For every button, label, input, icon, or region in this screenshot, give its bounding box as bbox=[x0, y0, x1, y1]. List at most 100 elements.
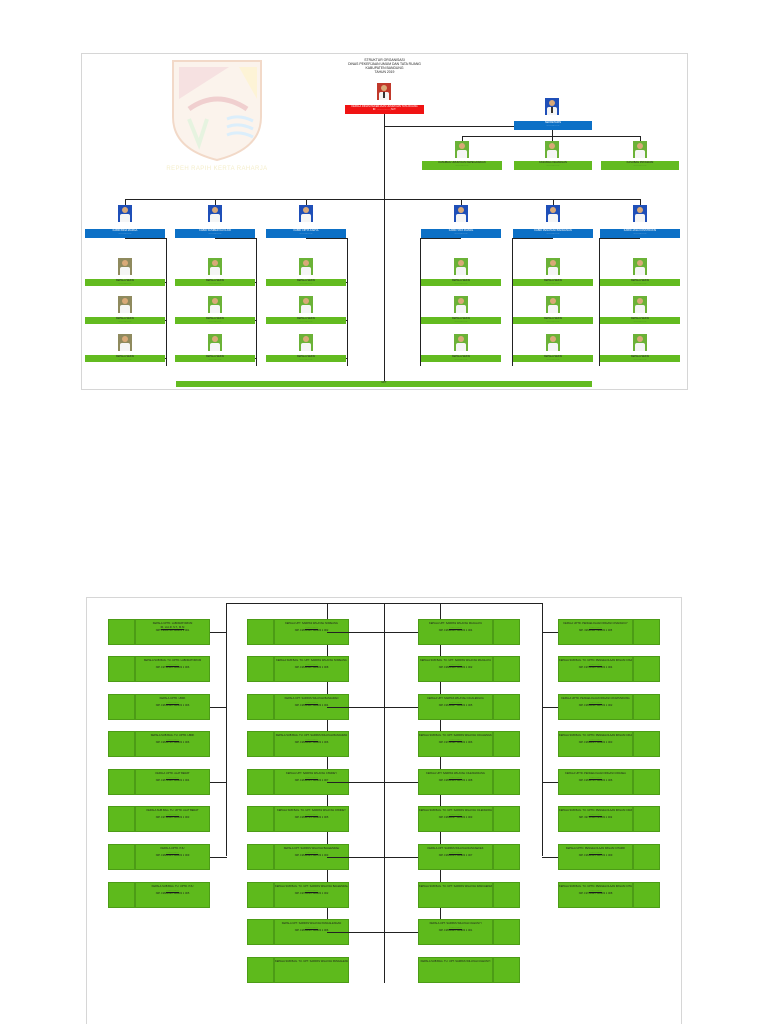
photo-placeholder bbox=[633, 731, 660, 757]
unit-nip: NIP. 19710118 199403 1 002 bbox=[559, 816, 632, 820]
upt-bottom-bar: UPT bbox=[176, 381, 592, 387]
seksi-tick bbox=[599, 282, 600, 283]
unit-nip: NIP. 19680308 199003 1 002 bbox=[419, 666, 492, 670]
unit-nip: NIP. 19681020 199003 1 005 bbox=[136, 892, 209, 896]
seksi-name: …………… bbox=[600, 320, 680, 323]
col3-box: KEPALA UPT. SARPAS WILAYAH CICALENGKA………… bbox=[418, 694, 493, 720]
emblem-motto-watermark: REPEH RAPIH KERTA RAHARJA bbox=[142, 166, 292, 172]
seksi-photo bbox=[633, 334, 647, 351]
unit-nip: NIP. 19700925 199303 1 008 bbox=[559, 892, 632, 896]
col1-connector bbox=[226, 603, 227, 856]
photo-head bbox=[637, 298, 643, 304]
bidang-name: …………… bbox=[175, 232, 255, 235]
org-chart-page-1: STRUKTUR ORGANISASI DINAS PEKERJAAN UMUM… bbox=[81, 53, 688, 390]
seksi-name: …………… bbox=[600, 282, 680, 285]
seksi-connector bbox=[125, 238, 166, 239]
col1-box: KEPALA UPTD. LBDK……………NIP. 19610120 1983… bbox=[135, 694, 210, 720]
photo-body bbox=[548, 305, 558, 313]
col4-box: KEPALA SUB BAG. TU. UPTD. PENGELOLAAN IR… bbox=[558, 656, 633, 682]
photo-head bbox=[303, 207, 309, 213]
col1-box: KEPALA SUB BAG. TU. UPTD. LABORATORIUM……… bbox=[135, 656, 210, 682]
seksi-connector bbox=[166, 238, 167, 366]
center-spine bbox=[384, 603, 385, 983]
seksi-box: KEPALA SEKSI…………… bbox=[513, 355, 593, 362]
photo-body bbox=[548, 214, 558, 222]
seksi-tick bbox=[420, 282, 421, 283]
photo-head bbox=[122, 207, 128, 213]
seksi-photo bbox=[299, 258, 313, 275]
bidang-photo bbox=[118, 205, 132, 222]
seksi-box: KEPALA SEKSI…………… bbox=[266, 355, 346, 362]
seksi-name: …………… bbox=[421, 320, 501, 323]
branch-line bbox=[327, 782, 384, 783]
bidang-name: …………… bbox=[85, 232, 165, 235]
seksi-box: KEPALA SEKSI…………… bbox=[600, 355, 680, 362]
col4-connector bbox=[542, 603, 543, 856]
photo-placeholder bbox=[247, 769, 274, 795]
seksi-photo bbox=[208, 334, 222, 351]
bidang-name: …………… bbox=[421, 232, 501, 235]
photo-placeholder bbox=[633, 656, 660, 682]
photo-body bbox=[456, 214, 466, 222]
subbag-box-2: KASUBAG KEUANGAN …………… bbox=[514, 161, 592, 170]
photo-placeholder bbox=[493, 731, 520, 757]
sekretaris-photo bbox=[545, 98, 559, 115]
photo-head bbox=[550, 336, 556, 342]
upt-bar-label: UPT bbox=[176, 381, 592, 385]
photo-placeholder bbox=[247, 619, 274, 645]
unit-nip: NIP. 19640311 198603 1 005 bbox=[559, 629, 632, 633]
seksi-tick bbox=[255, 358, 256, 359]
unit-nip: NIP. 19680505 199003 1 009 bbox=[136, 854, 209, 858]
seksi-name: …………… bbox=[85, 282, 165, 285]
photo-placeholder bbox=[247, 656, 274, 682]
seksi-tick bbox=[512, 320, 513, 321]
seksi-name: …………… bbox=[600, 358, 680, 361]
unit-nip: NIP. 19650212 198703 1 002 bbox=[559, 704, 632, 708]
photo-placeholder bbox=[108, 806, 135, 832]
unit-title: KEPALA SUB BAG. TU. UPT. SARPAS WILAYAH … bbox=[419, 885, 492, 889]
branch-line bbox=[542, 632, 558, 633]
subbag-box-1: KASUBAG UMUM DAN KEPEGAWAIAN …………… bbox=[422, 161, 502, 170]
col1-box: KEPALA SUB BAG. TU. UPTD. ALAT BERAT…………… bbox=[135, 806, 210, 832]
seksi-connector bbox=[306, 238, 347, 239]
seksi-tick bbox=[599, 358, 600, 359]
photo-body bbox=[301, 343, 311, 351]
seksi-photo bbox=[454, 334, 468, 351]
photo-head bbox=[122, 336, 128, 342]
photo-placeholder bbox=[633, 619, 660, 645]
photo-body bbox=[301, 214, 311, 222]
col2-box: KEPALA SUB BAG. TU. UPT. SARPAS WILAYAH … bbox=[274, 882, 349, 908]
seksi-name: …………… bbox=[175, 358, 255, 361]
seksi-photo bbox=[118, 334, 132, 351]
seksi-name: …………… bbox=[266, 282, 346, 285]
seksi-box: KEPALA SEKSI…………… bbox=[85, 355, 165, 362]
col2-box: KEPALA SUB BAG. TU. UPT. SARPAS WILAYAH … bbox=[274, 656, 349, 682]
bidang-name: …………… bbox=[266, 232, 346, 235]
unit-title: KEPALA SUB BAG. TU. UPT. SARPAS WILAYAH … bbox=[275, 960, 348, 964]
bidang-horizontal-connector bbox=[125, 199, 641, 200]
seksi-box: KEPALA SEKSI…………… bbox=[85, 317, 165, 324]
photo-head bbox=[212, 336, 218, 342]
photo-body bbox=[210, 343, 220, 351]
photo-placeholder bbox=[633, 882, 660, 908]
unit-nip: NIP. 19660812 199003 1 006 bbox=[275, 741, 348, 745]
col4-box: KEPALA UPTD. PENGELOLAAN IRIGASI CISANGK… bbox=[558, 619, 633, 645]
seksi-box: KEPALA SEKSI…………… bbox=[175, 355, 255, 362]
seksi-photo bbox=[454, 258, 468, 275]
bidang-name: …………… bbox=[600, 232, 680, 235]
seksi-name: …………… bbox=[421, 358, 501, 361]
photo-placeholder bbox=[493, 769, 520, 795]
col3-box: KEPALA UPT. SARPAS WILAYAH MAJALAYA……………… bbox=[418, 619, 493, 645]
photo-body bbox=[120, 305, 130, 313]
seksi-connector bbox=[512, 238, 513, 366]
subbag-horizontal-connector bbox=[462, 136, 640, 137]
col4-box: KEPALA UPTD. PENGELOLAAN IRIGASI CIRASEA… bbox=[558, 769, 633, 795]
seksi-photo bbox=[118, 296, 132, 313]
photo-body bbox=[456, 267, 466, 275]
unit-nip: NIP. 19660615 198903 1 007 bbox=[419, 854, 492, 858]
photo-head bbox=[122, 260, 128, 266]
seksi-box: KEPALA SEKSI…………… bbox=[600, 279, 680, 286]
seksi-connector bbox=[512, 238, 553, 239]
subbag-name: …………… bbox=[514, 164, 592, 167]
col3-box: KEPALA SUB BAG. TU. UPT. SARPAS WILAYAH … bbox=[418, 957, 493, 983]
